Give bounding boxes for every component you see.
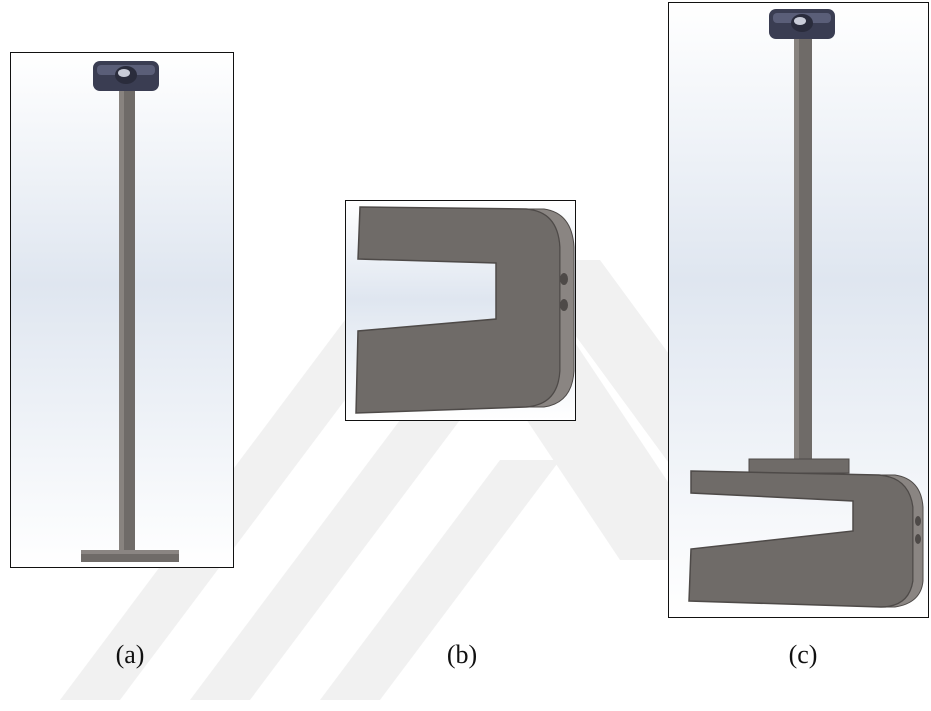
bracket-drawing [355,206,575,414]
rod-foot-plate [81,550,179,562]
assembly-clamp-knob-icon [769,9,835,39]
rod-drawing [81,61,179,562]
clamp-knob-icon [93,61,159,91]
panel-b-bracket [345,200,576,421]
panel-c-assembly [668,2,929,618]
assembly-c-bracket-body [688,470,914,608]
panel-a-rod [10,52,234,568]
caption-c: (c) [788,640,818,669]
assembly-drawing [688,9,924,608]
bracket-hole-lower-icon [560,299,568,311]
c-bracket-body [355,206,561,414]
bracket-hole-upper-icon [560,273,568,285]
assembly-hole-upper-icon [915,516,921,526]
assembly-foot-plate [748,458,850,474]
caption-b: (b) [446,640,478,669]
caption-a: (a) [115,640,145,669]
assembly-hole-lower-icon [915,534,921,544]
